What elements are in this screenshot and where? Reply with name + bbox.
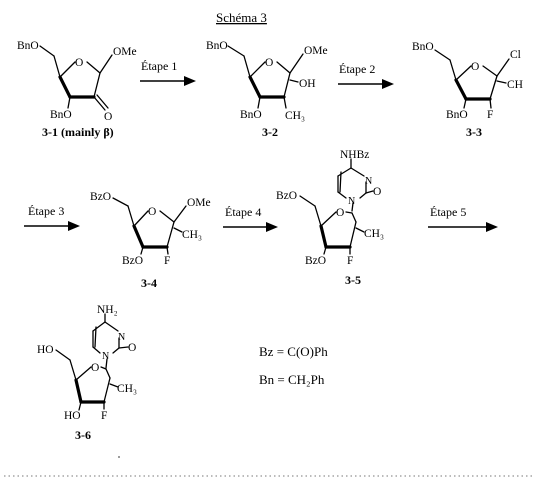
c31-carbonyl-o: O [104,111,112,123]
c35-n3-label: N [365,176,372,187]
speck [118,456,120,458]
c36-n1-label: N [102,351,109,362]
c33-f-label: F [487,109,493,121]
c34-ch3-label: CH₃ [182,229,202,241]
c33-bno5-label: BnO [412,41,434,53]
c36-ho3-label: HO [64,410,81,422]
c36-ring-o: O [91,362,99,374]
compound-3-5: NHBz N O N BzO O CH₃ BzO F 3-5 [276,149,384,287]
c35-ch3-label: CH₃ [364,228,384,240]
c36-f-label: F [101,410,107,422]
compound-3-3: BnO O Cl CH BnO F 3-3 [412,41,523,139]
step-4-label: Étape 4 [225,205,261,219]
compound-3-1-id: 3-1 (mainly β) [42,125,114,139]
compound-3-2: BnO O OMe OH BnO CH₃ 3-2 [206,40,328,139]
c36-o2-label: O [128,342,136,354]
c31-bno3-label: BnO [50,109,72,121]
c36-n3-label: N [118,332,125,343]
c32-ch3-label: CH₃ [285,110,305,122]
compound-3-4: BzO O OMe CH₃ BzO F 3-4 [90,191,211,290]
c35-ring-o: O [336,207,344,219]
compound-3-6-id: 3-6 [75,428,91,442]
c35-bzo3-label: BzO [305,255,326,267]
arrow-step-4: Étape 4 [223,205,278,232]
c31-ring-o: O [75,57,83,69]
arrow-step-2: Étape 2 [338,62,394,89]
c34-ome-label: OMe [187,197,211,209]
compound-3-4-id: 3-4 [141,276,157,290]
compound-3-1: BnO O OMe BnO O 3-1 (mainly β) [17,40,137,139]
compound-3-5-id: 3-5 [345,273,361,287]
c32-ome-label: OMe [304,45,328,57]
step-1-label: Étape 1 [141,59,177,73]
c33-ring-o: O [471,61,479,73]
legend-bz: Bz = C(O)Ph [259,344,328,359]
c32-oh-label: OH [299,78,316,90]
step-3-label: Étape 3 [28,204,64,218]
legend-bn: Bn = CH₂Ph [259,372,325,387]
c35-bzo5-label: BzO [276,190,297,202]
arrow-step-3: Étape 3 [24,204,80,231]
c34-f-label: F [164,255,170,267]
compound-3-6: NH₂ N O N HO O CH₃ HO F 3-6 [37,304,137,442]
compound-3-3-id: 3-3 [466,125,482,139]
compound-3-2-id: 3-2 [262,125,278,139]
c34-ring-o: O [148,206,156,218]
c33-cl-label: Cl [510,49,521,61]
arrow-step-5: Étape 5 [428,205,498,232]
step-2-label: Étape 2 [339,62,375,76]
c35-nhbz-label: NHBz [340,149,369,161]
c32-bno3-label: BnO [240,109,262,121]
c36-nh2-label: NH₂ [97,304,118,316]
c35-n1-label: N [348,196,355,207]
c31-ome-label: OMe [113,46,137,58]
c34-bzo5-label: BzO [90,191,111,203]
c33-ch3-label: CH [507,79,523,91]
c35-f-label: F [347,255,353,267]
arrow-step-1: Étape 1 [140,59,196,86]
c34-bzo3-label: BzO [122,255,143,267]
c36-ho5-label: HO [37,344,54,356]
c32-ring-o: O [265,57,273,69]
step-5-label: Étape 5 [430,205,466,219]
c35-o2-label: O [373,186,381,198]
c31-bno5-label: BnO [17,40,39,52]
c32-bno5-label: BnO [206,40,228,52]
scheme-title: Schéma 3 [216,10,267,25]
c36-ch3-label: CH₃ [117,383,137,395]
c33-bno3-label: BnO [446,109,468,121]
